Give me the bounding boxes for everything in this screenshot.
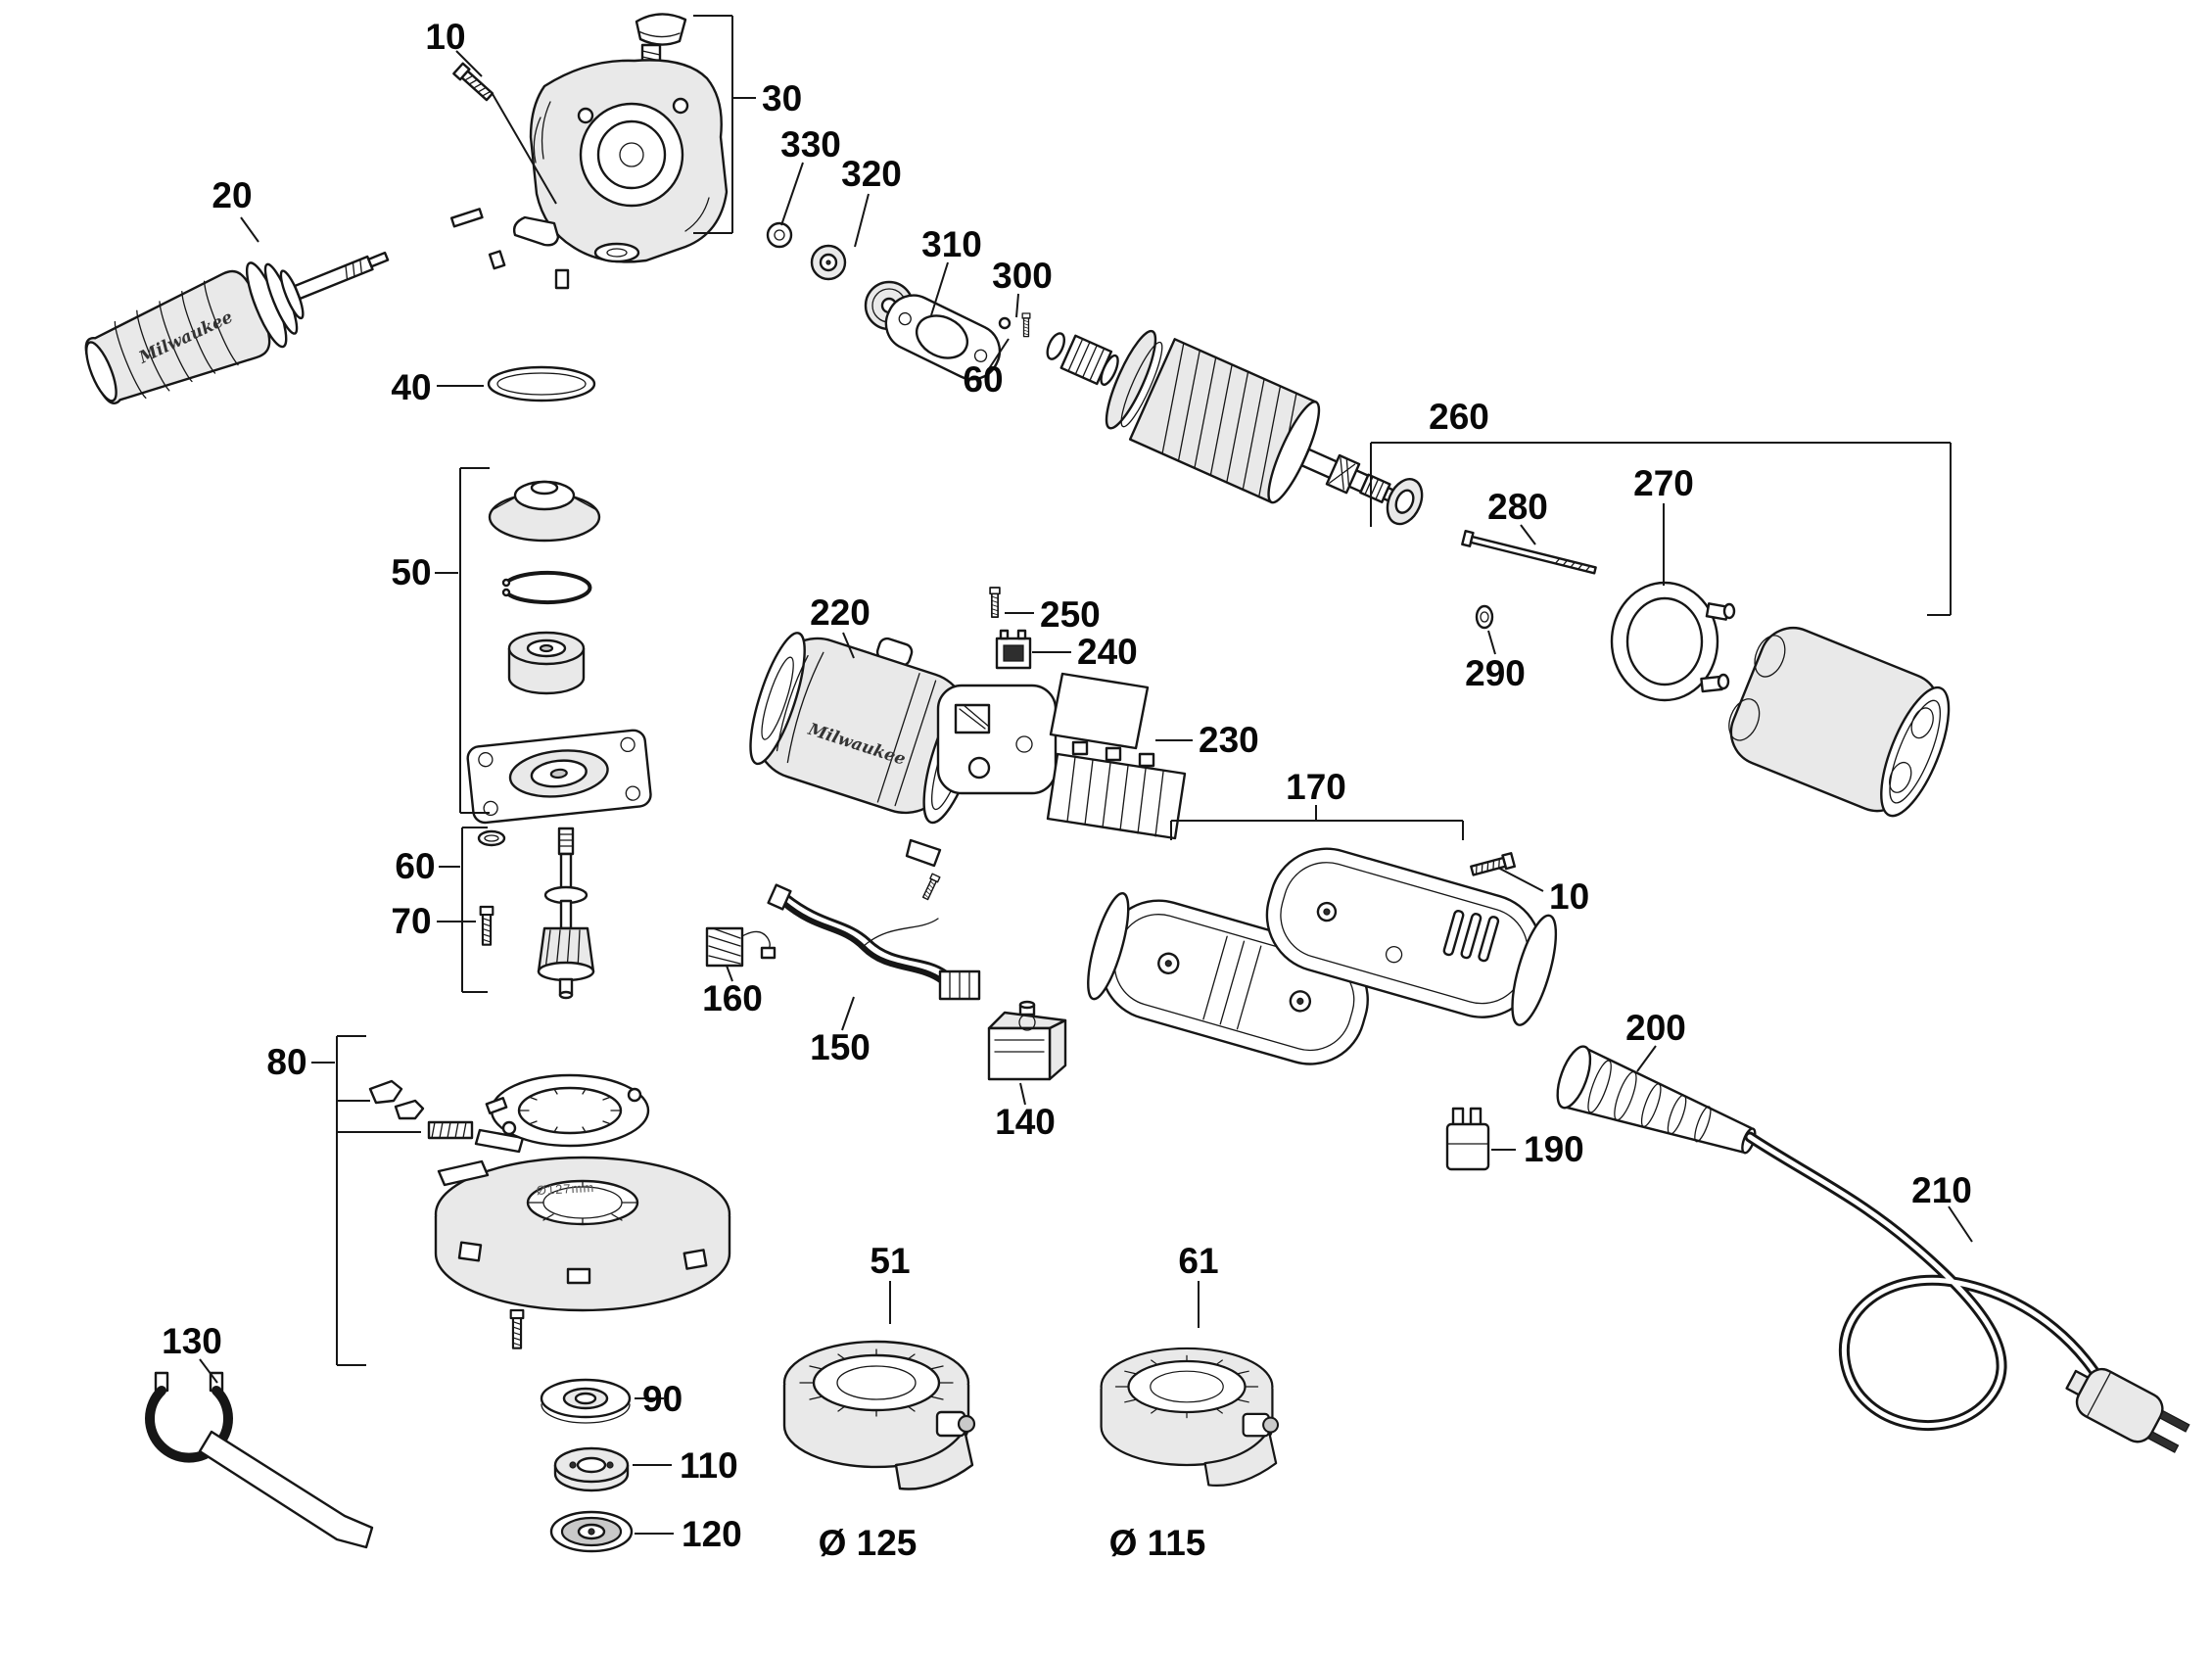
part-switch-140: [987, 1000, 1067, 1081]
callout-40: 40: [391, 367, 431, 407]
callout-130: 130: [162, 1321, 222, 1361]
callout-220: 220: [810, 592, 871, 633]
callout-51: 51: [870, 1241, 910, 1281]
part-washer-290: [1475, 604, 1494, 630]
part-damper-50: [488, 480, 601, 543]
callout-10-right: 10: [1549, 876, 1589, 917]
part-connector-190: [1445, 1107, 1490, 1171]
part-screw-70: [479, 905, 494, 946]
callout-280: 280: [1487, 487, 1548, 527]
part-flange-310: [884, 294, 1002, 381]
callout-50: 50: [391, 552, 431, 592]
part-lock-ring-80: [485, 1073, 650, 1148]
part-guard-115: [1100, 1347, 1280, 1488]
part-guard-125: [782, 1340, 976, 1490]
part-brush-160: [705, 926, 777, 968]
part-field-stator: [1728, 627, 1951, 818]
callout-150: 150: [810, 1027, 871, 1067]
callout-10-top: 10: [425, 17, 465, 57]
part-screw-80: [509, 1308, 525, 1349]
callout-120: 120: [682, 1514, 742, 1554]
part-flange-90: [540, 1378, 632, 1424]
part-guard-dome-80: Ø127mm: [434, 1156, 731, 1312]
callout-60-flange: 60: [963, 359, 1003, 400]
callout-140: 140: [995, 1102, 1056, 1142]
part-gear-case: [529, 59, 729, 263]
guard-marking: Ø127mm: [536, 1180, 594, 1198]
part-handle-stud: [449, 208, 506, 270]
callout-240: 240: [1077, 632, 1138, 672]
callout-labels: 10 30 20 330 320 310 300 60 260 280 270 …: [162, 17, 1972, 1563]
leader-lines: [199, 15, 1973, 1535]
callout-80: 80: [266, 1042, 306, 1082]
part-cord-guard-200: [1556, 1045, 1757, 1155]
part-lever-80: [474, 1128, 525, 1154]
callout-330: 330: [780, 124, 841, 165]
part-cover-cap: [635, 13, 687, 46]
part-cover-120: [549, 1510, 634, 1553]
callout-90: 90: [642, 1379, 682, 1419]
callout-300: 300: [992, 256, 1053, 296]
callout-61: 61: [1178, 1241, 1218, 1281]
callout-110: 110: [680, 1445, 738, 1486]
callout-190: 190: [1524, 1129, 1584, 1169]
part-side-handle: Milwaukee: [84, 251, 390, 404]
callout-230: 230: [1199, 720, 1259, 760]
callout-210: 210: [1911, 1170, 1972, 1210]
part-oring-60: [477, 829, 506, 847]
part-oring-40: [487, 365, 596, 402]
callout-160: 160: [702, 978, 763, 1018]
dimension-115: Ø 115: [1109, 1523, 1206, 1563]
callout-310: 310: [921, 224, 982, 264]
part-leads-150: [767, 883, 981, 1001]
callout-70: 70: [391, 901, 431, 941]
callout-290: 290: [1465, 653, 1526, 693]
part-screw-250: [989, 587, 1001, 618]
part-snap-ring-50: [501, 571, 592, 604]
callout-30: 30: [762, 78, 802, 118]
part-plug: [2065, 1367, 2190, 1453]
callout-270: 270: [1633, 463, 1694, 503]
part-handle-half-upper-170: [1265, 847, 1558, 1026]
dimension-125: Ø 125: [819, 1523, 918, 1563]
callout-320: 320: [841, 154, 902, 194]
callout-170: 170: [1286, 767, 1346, 807]
callout-20: 20: [212, 175, 252, 215]
part-screw-300: [1021, 312, 1031, 338]
callout-260: 260: [1429, 397, 1489, 437]
part-bearing-50: [507, 631, 586, 695]
part-lock-lever-small: [512, 215, 570, 290]
part-bearing-320: [810, 244, 847, 281]
part-clips-80: [368, 1079, 425, 1120]
part-end-bracket: [936, 684, 1058, 795]
part-spindle-60: [537, 827, 595, 1000]
callout-60-spindle: 60: [395, 846, 435, 886]
part-bearing-plate-50: [466, 729, 652, 825]
part-baffle-270: [1610, 581, 1736, 702]
callout-250: 250: [1040, 594, 1101, 635]
part-label-230: [1049, 672, 1150, 750]
part-power-cord-210: [1744, 1131, 2113, 1431]
part-ball-300: [998, 316, 1012, 330]
part-spring-80: [427, 1120, 474, 1140]
part-bolt-280: [1461, 530, 1597, 575]
part-armature-260: [1046, 329, 1424, 526]
part-washer-330: [766, 221, 793, 249]
part-brush-holder-240: [995, 629, 1032, 670]
part-electronics-module: [905, 740, 1187, 901]
part-wrench-130: [145, 1371, 374, 1549]
part-locknut-110: [553, 1446, 630, 1492]
callout-200: 200: [1625, 1008, 1686, 1048]
